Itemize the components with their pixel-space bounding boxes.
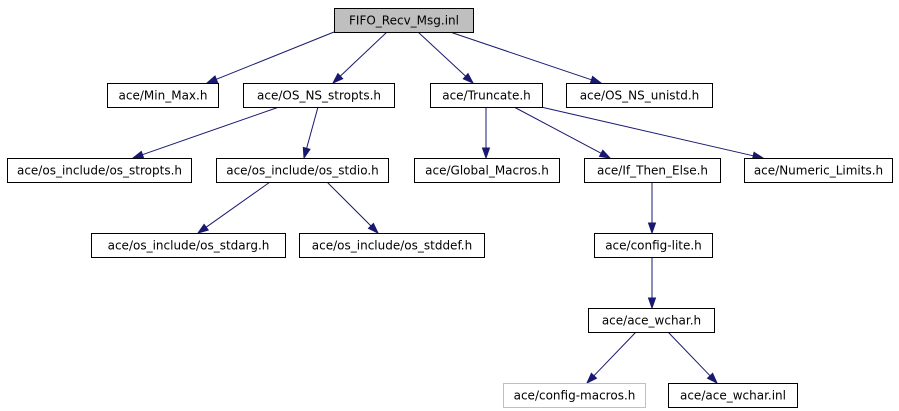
edge-os_include_os_stdio_h-to-os_include_os_stddef_h <box>326 181 380 235</box>
arrowhead-icon <box>589 75 603 84</box>
node-label: FIFO_Recv_Msg.inl <box>349 14 459 28</box>
node-os-include-os-stdio-h[interactable]: ace/os_include/os_stdio.h <box>216 158 389 183</box>
node-label[interactable]: ace/ace_wchar.inl <box>680 389 786 403</box>
node-os-include-os-stdarg-h[interactable]: ace/os_include/os_stdarg.h <box>91 233 286 258</box>
node-box[interactable] <box>299 233 485 258</box>
node-min-max-h[interactable]: ace/Min_Max.h <box>107 83 219 108</box>
node-box[interactable] <box>7 158 192 183</box>
edge-fifo_recv_msg_inl-to-os_ns_stropts_h <box>331 31 388 85</box>
node-box[interactable] <box>91 233 286 258</box>
edge-line <box>449 31 592 81</box>
edge-line <box>540 106 754 157</box>
edge-ace_wchar_h-to-config_macros_h <box>585 331 637 385</box>
node-label[interactable]: ace/os_include/os_stdarg.h <box>108 239 270 253</box>
node-box[interactable] <box>744 158 893 183</box>
arrowhead-icon <box>585 372 598 385</box>
arrowhead-icon <box>462 72 475 85</box>
node-label[interactable]: ace/config-macros.h <box>514 389 636 403</box>
arrowhead-icon <box>367 222 380 235</box>
node-numeric-limits-h[interactable]: ace/Numeric_Limits.h <box>744 158 893 183</box>
edge-line <box>216 31 335 80</box>
arrowhead-icon <box>331 72 344 85</box>
node-label[interactable]: ace/os_include/os_stdio.h <box>226 164 379 178</box>
edge-line <box>142 106 280 156</box>
node-config-macros-h[interactable]: ace/config-macros.h <box>503 383 646 408</box>
arrowhead-icon <box>481 147 491 160</box>
arrowhead-icon <box>302 146 311 160</box>
node-ace-wchar-h[interactable]: ace/ace_wchar.h <box>588 308 715 333</box>
edge-os_ns_stropts_h-to-os_include_os_stropts_h <box>131 106 280 159</box>
node-config-lite-h[interactable]: ace/config-lite.h <box>594 233 713 258</box>
arrowhead-icon <box>131 150 145 159</box>
nodes-layer: FIFO_Recv_Msg.inl ace/Min_Max.h ace/OS_NS_… <box>7 8 893 408</box>
node-box[interactable] <box>584 158 721 183</box>
node-label[interactable]: ace/Min_Max.h <box>119 89 208 103</box>
arrowhead-icon <box>196 223 210 234</box>
node-box[interactable] <box>430 83 543 108</box>
node-label[interactable]: ace/If_Then_Else.h <box>597 164 708 178</box>
node-ace-wchar-inl[interactable]: ace/ace_wchar.inl <box>668 383 798 408</box>
edge-line <box>417 31 467 77</box>
edge-fifo_recv_msg_inl-to-min_max_h <box>205 31 335 84</box>
node-if-then-else-h[interactable]: ace/If_Then_Else.h <box>584 158 721 183</box>
edge-if_then_else_h-to-config_lite_h <box>647 182 657 235</box>
node-label[interactable]: ace/Numeric_Limits.h <box>754 164 883 178</box>
edge-line <box>326 181 372 227</box>
arrowhead-icon <box>205 75 219 84</box>
edge-line <box>667 331 711 377</box>
edge-truncate_h-to-global_macros_h <box>481 107 491 160</box>
node-label[interactable]: ace/config-lite.h <box>605 239 702 253</box>
edge-ace_wchar_h-to-ace_wchar_inl <box>667 331 719 385</box>
node-label[interactable]: ace/Global_Macros.h <box>425 164 549 178</box>
edge-os_include_os_stdio_h-to-os_include_os_stdarg_h <box>196 181 271 234</box>
node-os-ns-stropts-h[interactable]: ace/OS_NS_stropts.h <box>243 83 395 108</box>
edge-line <box>339 31 388 77</box>
node-fifo-recv-msg-inl: FIFO_Recv_Msg.inl <box>334 8 474 33</box>
node-truncate-h[interactable]: ace/Truncate.h <box>430 83 543 108</box>
node-box[interactable] <box>107 83 219 108</box>
node-label[interactable]: ace/os_include/os_stropts.h <box>17 164 182 178</box>
node-box <box>334 8 474 33</box>
node-label[interactable]: ace/Truncate.h <box>442 89 531 103</box>
node-box[interactable] <box>594 233 713 258</box>
edge-config_lite_h-to-ace_wchar_h <box>647 257 657 310</box>
arrowhead-icon <box>647 297 657 310</box>
node-label[interactable]: ace/ace_wchar.h <box>602 314 701 328</box>
node-box[interactable] <box>216 158 389 183</box>
edge-line <box>593 331 637 377</box>
edge-fifo_recv_msg_inl-to-truncate_h <box>417 31 475 85</box>
edge-truncate_h-to-numeric_limits_h <box>540 106 765 160</box>
node-box[interactable] <box>668 383 798 408</box>
node-box[interactable] <box>414 158 560 183</box>
node-os-include-os-stddef-h[interactable]: ace/os_include/os_stddef.h <box>299 233 485 258</box>
edge-line <box>205 181 271 228</box>
edge-os_ns_stropts_h-to-os_include_os_stdio_h <box>302 106 319 160</box>
arrowhead-icon <box>706 372 719 385</box>
arrowhead-icon <box>647 222 657 235</box>
node-box[interactable] <box>503 383 646 408</box>
node-os-ns-unistd-h[interactable]: ace/OS_NS_unistd.h <box>566 83 713 108</box>
node-global-macros-h[interactable]: ace/Global_Macros.h <box>414 158 560 183</box>
arrowhead-icon <box>598 149 612 159</box>
node-label[interactable]: ace/OS_NS_unistd.h <box>580 89 700 103</box>
node-box[interactable] <box>243 83 395 108</box>
edge-truncate_h-to-if_then_else_h <box>513 106 612 159</box>
node-label[interactable]: ace/os_include/os_stddef.h <box>312 239 472 253</box>
edge-line <box>306 106 319 149</box>
edge-line <box>513 106 602 154</box>
node-box[interactable] <box>566 83 713 108</box>
node-os-include-os-stropts-h[interactable]: ace/os_include/os_stropts.h <box>7 158 192 183</box>
node-box[interactable] <box>588 308 715 333</box>
node-label[interactable]: ace/OS_NS_stropts.h <box>257 89 381 103</box>
edge-fifo_recv_msg_inl-to-os_ns_unistd_h <box>449 31 603 84</box>
